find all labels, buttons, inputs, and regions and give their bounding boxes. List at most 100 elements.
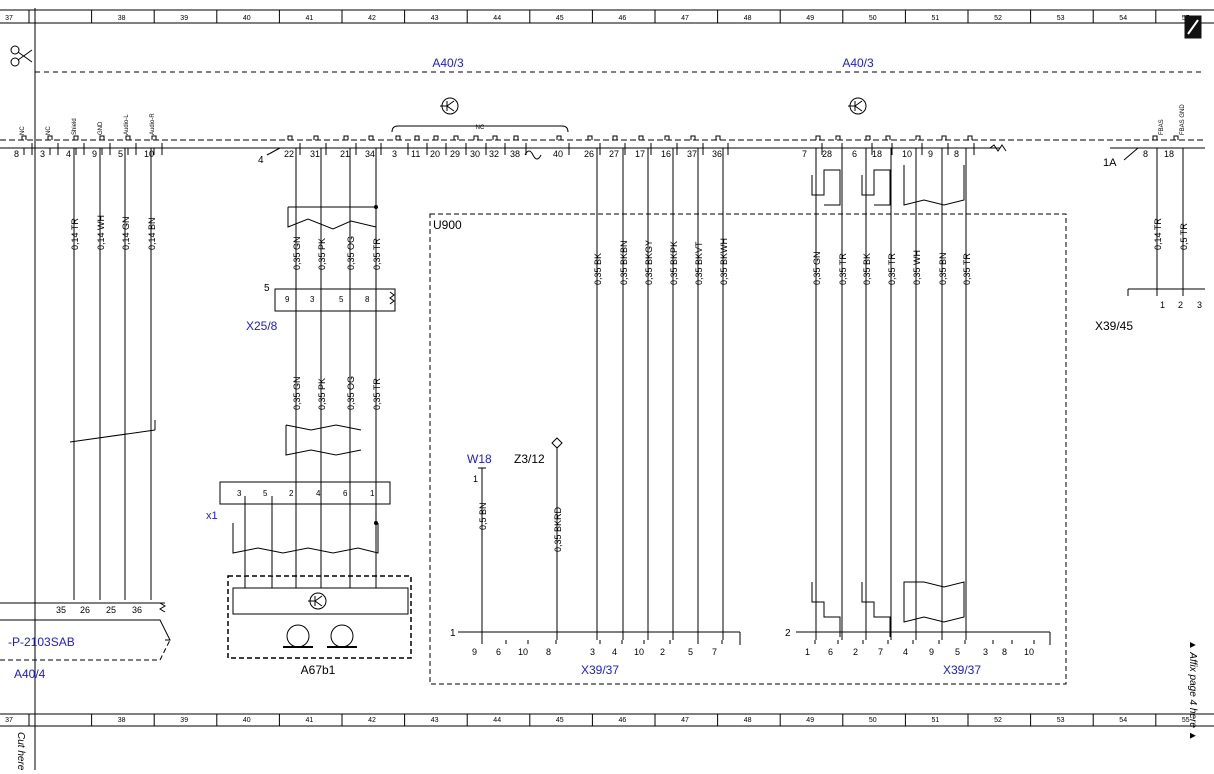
wire-spec: 0,35 GN	[292, 236, 302, 270]
a40-4-label: A40/4	[14, 667, 46, 681]
shield-mid	[285, 424, 362, 456]
bottom-left-connector	[0, 602, 171, 641]
x39-45-label: X39/45	[1095, 319, 1133, 333]
pin-number: 35	[56, 605, 66, 615]
connector-end	[159, 602, 166, 613]
ruler-label: 51	[932, 15, 940, 22]
ruler-label: 51	[932, 717, 940, 724]
pin-number: 9	[285, 295, 290, 304]
wire-spec: 0,35 PK	[317, 378, 327, 410]
ruler-label: 41	[306, 717, 314, 724]
ruler-label: 38	[118, 717, 126, 724]
scissors-icon	[10, 45, 33, 67]
a40-3-left-label: A40/3	[432, 56, 464, 70]
pin-number: 22	[284, 149, 294, 159]
transistor-icon	[308, 592, 327, 610]
pin-socket	[690, 135, 696, 140]
p2103sab-label: -P-2103SAB	[8, 635, 75, 649]
wire-spec: 0,14 TR	[1153, 218, 1163, 250]
ruler-bottom: 3738394041424344454647484950515253545556	[0, 713, 1214, 727]
pin-socket	[368, 135, 374, 140]
pin-number: 27	[609, 149, 619, 159]
shield-right-top	[903, 165, 965, 206]
pin-number: 9	[928, 149, 933, 159]
wire-spec: 0,35 GN	[292, 376, 302, 410]
a67b1-module	[232, 587, 409, 615]
transistor-icon	[440, 97, 459, 115]
ruler-label: 37	[5, 15, 13, 22]
page-icon	[1184, 15, 1202, 39]
nc-label: NC	[476, 125, 485, 131]
wire-spec: 0,35 BN	[938, 252, 948, 285]
pin-number: 3	[983, 647, 988, 657]
pin-socket	[453, 135, 459, 140]
pin-name: GND	[98, 121, 104, 135]
ruler-label: 40	[243, 717, 251, 724]
pin-socket	[815, 135, 821, 140]
pin-number: 5	[118, 149, 123, 159]
pin-name: Audio-L	[124, 114, 130, 135]
pin-number: 8	[1143, 149, 1148, 159]
wire-spec: 0,35 TR	[962, 253, 972, 285]
ruler-label: 37	[5, 717, 13, 724]
connector-end	[389, 291, 395, 305]
ruler-label: 47	[681, 15, 689, 22]
x1-connector-body	[219, 481, 391, 505]
ruler-label: 48	[744, 717, 752, 724]
pin-socket	[47, 135, 53, 140]
pin-number: 6	[828, 647, 833, 657]
pin-socket	[287, 135, 293, 140]
shield-right-bottom	[903, 581, 965, 623]
pin-number: 9	[472, 647, 477, 657]
shield-upper	[287, 206, 377, 230]
wire-spec: 0,14 WH	[96, 215, 106, 250]
pin-socket	[556, 135, 562, 140]
pin-socket	[99, 135, 105, 140]
pin-number: 9	[929, 647, 934, 657]
pin-number: 36	[712, 149, 722, 159]
pin-name: NC	[20, 126, 26, 135]
pin-number: 26	[80, 605, 90, 615]
nc-bracket	[391, 125, 569, 133]
ruler-label: 54	[1119, 15, 1127, 22]
pin-socket	[414, 135, 420, 140]
pin-number: 8	[365, 295, 370, 304]
pin-number: 8	[1002, 647, 1007, 657]
conn-1a-label: 1A	[1103, 157, 1117, 169]
x39-37-right-label: X39/37	[943, 663, 981, 677]
pin-socket	[343, 135, 349, 140]
ruler-label: 46	[619, 717, 627, 724]
wire-spec: 0,35 BKRD	[553, 506, 563, 552]
ruler-label: 48	[744, 15, 752, 22]
pin-socket	[313, 135, 319, 140]
pin-socket	[835, 135, 841, 140]
pin-socket	[492, 135, 498, 140]
wire-spec: 0,35 BKVT	[694, 241, 704, 285]
jumper-symbol	[524, 150, 542, 160]
pin-number: 20	[430, 149, 440, 159]
cut-here-label: Cut here	[15, 732, 26, 771]
pin-socket	[395, 135, 401, 140]
pin-socket	[513, 135, 519, 140]
wire-spec: 0,35 TR	[372, 378, 382, 410]
pin-number: 3	[310, 295, 315, 304]
pin-socket	[885, 135, 891, 140]
x1-label: x1	[206, 510, 218, 522]
connector-group: 4	[258, 155, 264, 166]
wire-spec: 0,35 BK	[593, 253, 603, 285]
pin-socket	[638, 135, 644, 140]
wire-spec: 0,35 BKBN	[619, 240, 629, 285]
wire-spec: 0,14 TR	[70, 218, 80, 250]
pin-number: 18	[1164, 149, 1174, 159]
pin-number: 4	[612, 647, 617, 657]
ruler-label: 49	[806, 15, 814, 22]
pin-socket	[915, 135, 921, 140]
pin-number: 3	[237, 489, 242, 498]
pin-number: 38	[510, 149, 520, 159]
wire-spec: 0,35 WH	[912, 250, 922, 285]
wire-spec: 0,14 GN	[121, 216, 131, 250]
pin-number: 28	[822, 149, 832, 159]
w18-label: W18	[467, 452, 492, 466]
ruler-label: 50	[869, 15, 877, 22]
pin-number: 10	[144, 149, 154, 159]
